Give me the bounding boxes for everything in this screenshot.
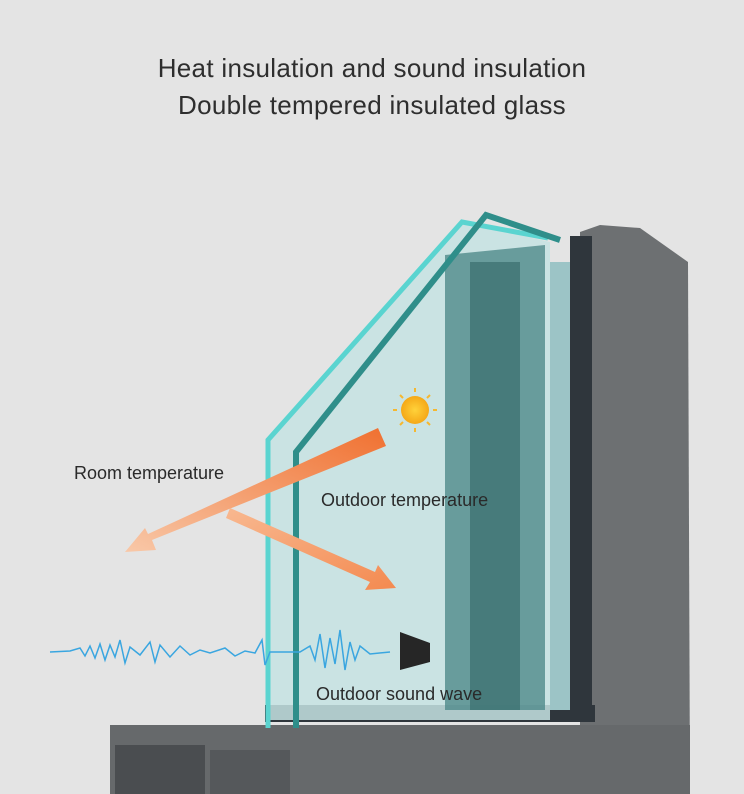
label-outdoor-temperature: Outdoor temperature bbox=[321, 490, 489, 510]
speaker-icon bbox=[400, 632, 430, 670]
sound-wave-icon bbox=[49, 629, 391, 671]
heat-arrow-reflected bbox=[125, 428, 386, 552]
heat-arrow-transmitted bbox=[226, 508, 396, 590]
label-room-temperature: Room temperature bbox=[74, 463, 225, 483]
sun-icon bbox=[393, 388, 437, 432]
double-glass bbox=[265, 211, 570, 728]
label-outdoor-sound-wave: Outdoor sound wave bbox=[316, 684, 483, 704]
title-line-1: Heat insulation and sound insulation bbox=[157, 53, 587, 83]
title-line-2: Double tempered insulated glass bbox=[178, 90, 566, 120]
